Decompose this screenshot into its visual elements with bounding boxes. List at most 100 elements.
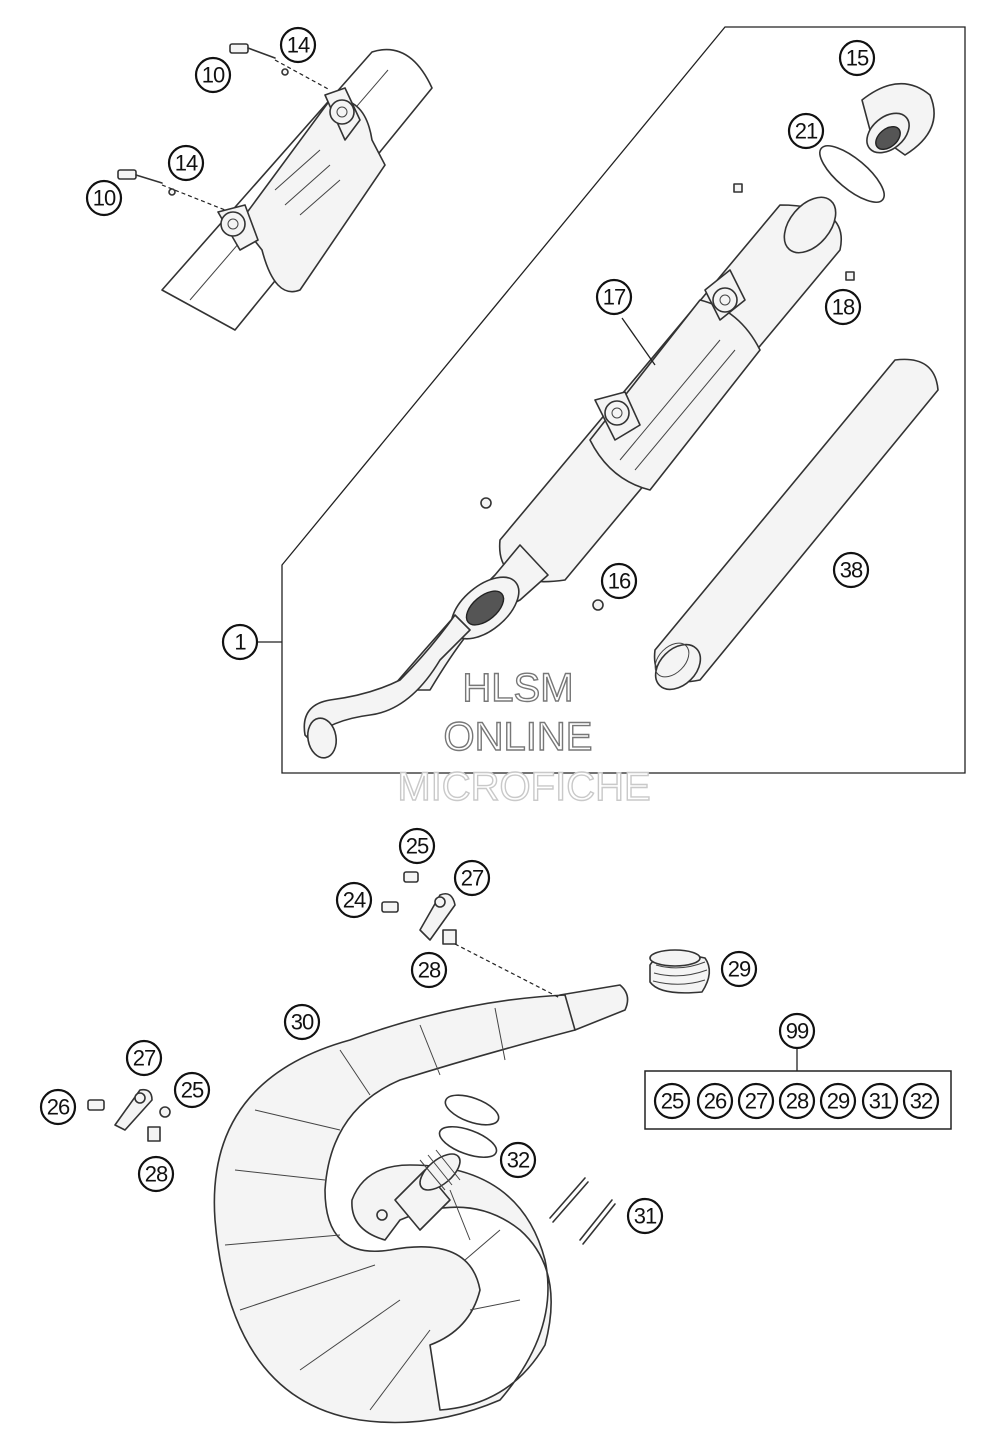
callout-c25a-number: 25 bbox=[406, 834, 429, 859]
callout-c21-number: 21 bbox=[795, 119, 818, 144]
callout-c31: 31 bbox=[626, 1197, 664, 1235]
callout-c32-number: 32 bbox=[507, 1148, 530, 1173]
callout-c14a-number: 14 bbox=[287, 33, 310, 58]
callout-c17-number: 17 bbox=[603, 285, 626, 310]
end-cap bbox=[861, 82, 935, 156]
kit-item-31-number: 31 bbox=[869, 1089, 892, 1114]
o-rings-32 bbox=[438, 1094, 500, 1159]
callout-c30-circle bbox=[283, 1003, 321, 1041]
callout-c14a: 14 bbox=[279, 26, 317, 64]
kit-item-25-circle bbox=[653, 1082, 691, 1120]
kit-item-28-number: 28 bbox=[786, 1089, 809, 1114]
callout-c25a: 25 bbox=[398, 827, 436, 865]
kit-item-29: 29 bbox=[819, 1082, 857, 1120]
callout-c26-number: 26 bbox=[47, 1095, 70, 1120]
callout-c16: 16 bbox=[600, 562, 638, 600]
callout-c27a: 27 bbox=[453, 859, 491, 897]
callout-c18-number: 18 bbox=[832, 295, 855, 320]
kit-item-26-circle bbox=[696, 1082, 734, 1120]
callout-c25b: 25 bbox=[173, 1071, 211, 1109]
callout-c28a-circle bbox=[410, 951, 448, 989]
bolt-10-lower bbox=[117, 169, 163, 184]
callout-c16-number: 16 bbox=[608, 569, 631, 594]
callout-c17: 17 bbox=[595, 278, 633, 316]
mount-bracket-lower bbox=[87, 1088, 171, 1142]
callout-c28b: 28 bbox=[137, 1155, 175, 1193]
callout-c16-circle bbox=[600, 562, 638, 600]
screw-small-b bbox=[480, 497, 492, 509]
kit-item-29-number: 29 bbox=[827, 1089, 850, 1114]
callout-c99-circle bbox=[778, 1012, 816, 1050]
watermark-line-3: MICROFICHE bbox=[397, 765, 650, 809]
watermark: HLSM ONLINE MICROFICHE bbox=[397, 665, 652, 809]
callout-c31-number: 31 bbox=[634, 1204, 657, 1229]
kit-item-31-circle bbox=[861, 1082, 899, 1120]
callout-c10b-number: 10 bbox=[93, 186, 116, 211]
kit-item-32-circle bbox=[902, 1082, 940, 1120]
kit-item-25: 25 bbox=[653, 1082, 691, 1120]
callout-c14b-number: 14 bbox=[175, 151, 198, 176]
watermark-line-2: ONLINE bbox=[444, 715, 593, 759]
screw-16 bbox=[592, 599, 604, 611]
callout-c30-number: 30 bbox=[291, 1010, 314, 1035]
o-ring-21 bbox=[819, 145, 885, 203]
kit-item-26-number: 26 bbox=[704, 1089, 727, 1114]
springs-31 bbox=[549, 1177, 616, 1245]
callout-c26: 26 bbox=[39, 1088, 77, 1126]
callout-c14b-circle bbox=[167, 144, 205, 182]
callout-c32: 32 bbox=[499, 1141, 537, 1179]
packing-insert bbox=[653, 358, 939, 691]
callout-c21: 21 bbox=[787, 112, 825, 150]
kit-item-27-number: 27 bbox=[745, 1089, 768, 1114]
callout-c31-circle bbox=[626, 1197, 664, 1235]
callout-c24-circle bbox=[335, 881, 373, 919]
callout-c14a-circle bbox=[279, 26, 317, 64]
callout-c28b-number: 28 bbox=[145, 1162, 168, 1187]
kit-item-32-number: 32 bbox=[910, 1089, 933, 1114]
callout-c10a: 10 bbox=[194, 56, 232, 94]
kit-item-28-circle bbox=[778, 1082, 816, 1120]
callout-c28a-number: 28 bbox=[418, 958, 441, 983]
callout-c27b-circle bbox=[125, 1039, 163, 1077]
callout-c24: 24 bbox=[335, 881, 373, 919]
callout-c30: 30 bbox=[283, 1003, 321, 1041]
silencer-assembly-frame bbox=[281, 26, 966, 774]
screw-small-a bbox=[733, 183, 743, 193]
callout-c10a-circle bbox=[194, 56, 232, 94]
callout-c18-circle bbox=[824, 288, 862, 326]
silencer-body bbox=[303, 196, 842, 759]
callout-c1-circle bbox=[221, 623, 259, 661]
watermark-line-1: HLSM bbox=[462, 666, 573, 710]
callout-c29-number: 29 bbox=[728, 957, 751, 982]
callout-c10b: 10 bbox=[85, 179, 123, 217]
callout-c14b: 14 bbox=[167, 144, 205, 182]
kit-item-26: 26 bbox=[696, 1082, 734, 1120]
callout-c25b-number: 25 bbox=[181, 1078, 204, 1103]
callout-c15-circle bbox=[838, 39, 876, 77]
callout-c99-number: 99 bbox=[786, 1019, 809, 1044]
callout-c27b-number: 27 bbox=[133, 1046, 156, 1071]
kit-item-25-number: 25 bbox=[661, 1089, 684, 1114]
callout-c10b-circle bbox=[85, 179, 123, 217]
callout-c1-number: 1 bbox=[234, 630, 246, 655]
kit-item-28: 28 bbox=[778, 1082, 816, 1120]
callout-c99: 99 bbox=[778, 1012, 816, 1050]
mount-bracket-upper bbox=[381, 871, 561, 999]
callout-c24-number: 24 bbox=[343, 888, 366, 913]
callout-c26-circle bbox=[39, 1088, 77, 1126]
callout-c28b-circle bbox=[137, 1155, 175, 1193]
kit-item-27-circle bbox=[737, 1082, 775, 1120]
screw-18 bbox=[845, 271, 855, 281]
callout-c38-circle bbox=[832, 551, 870, 589]
callout-c15-number: 15 bbox=[846, 46, 869, 71]
callout-c17-circle bbox=[595, 278, 633, 316]
callout-c1: 1 bbox=[221, 623, 259, 661]
callout-c32-circle bbox=[499, 1141, 537, 1179]
callout-c10a-number: 10 bbox=[202, 63, 225, 88]
callout-c15: 15 bbox=[838, 39, 876, 77]
callout-c21-circle bbox=[787, 112, 825, 150]
callout-c27a-circle bbox=[453, 859, 491, 897]
bolt-10-upper bbox=[229, 43, 276, 59]
expansion-chamber bbox=[213, 984, 629, 1424]
